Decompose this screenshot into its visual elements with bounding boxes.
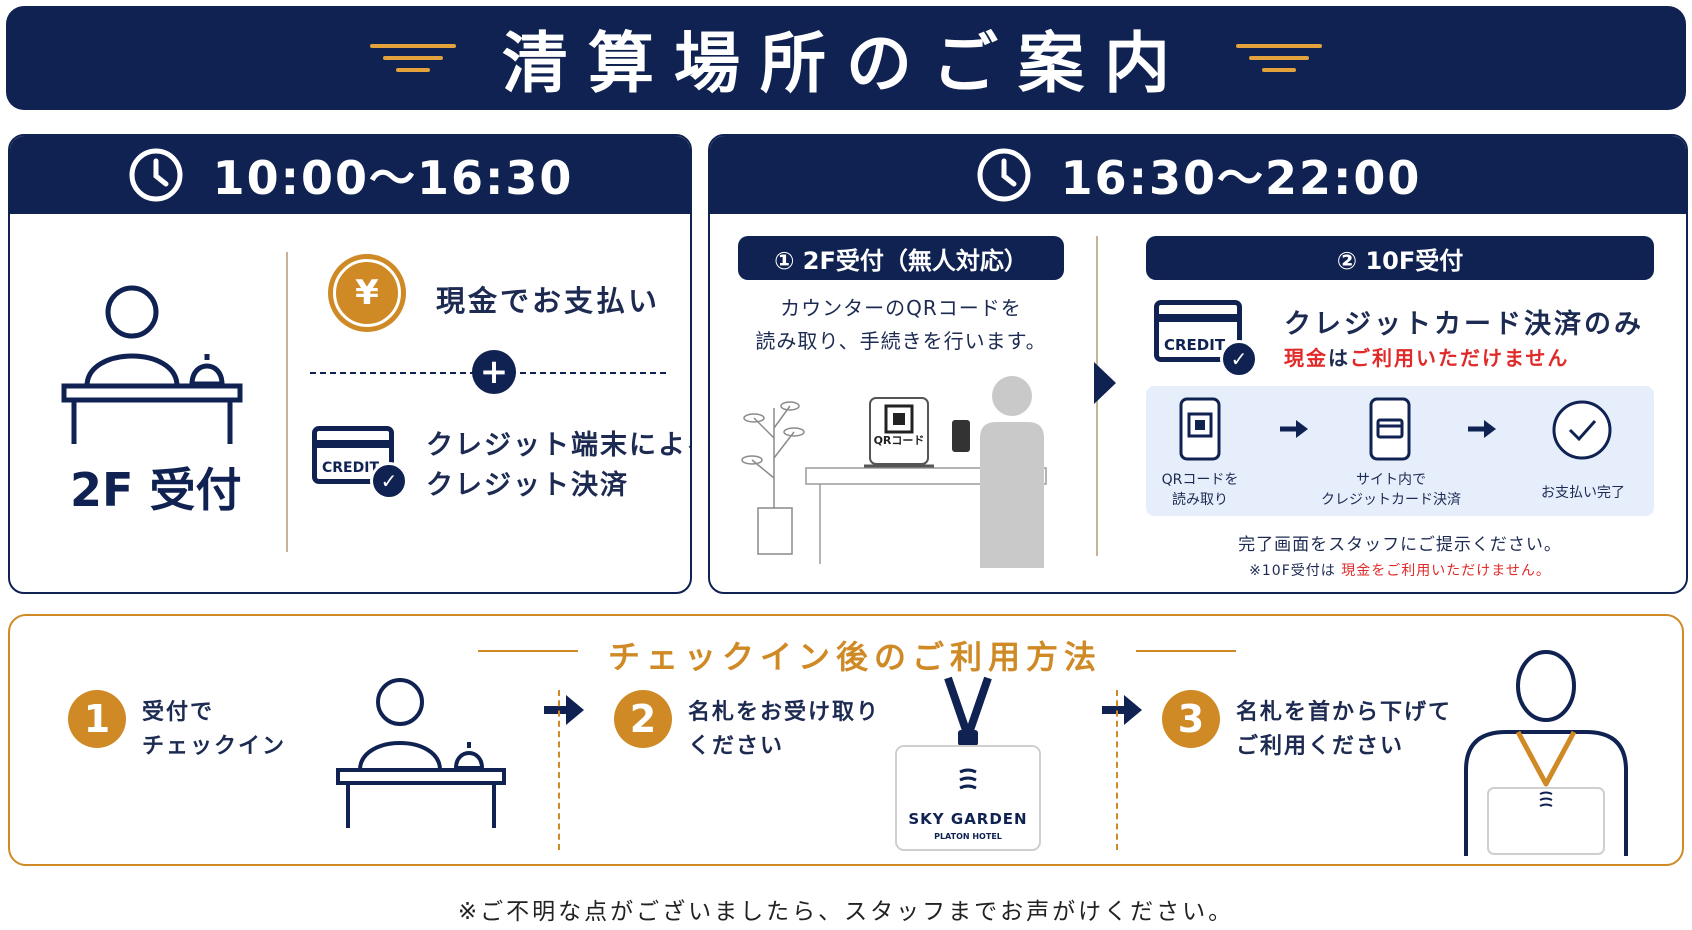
no-cash-note-red1: 現金 bbox=[1284, 346, 1328, 370]
step-label-1: QRコードを 読み取り bbox=[1161, 472, 1239, 508]
credit-line-2: クレジット決済 bbox=[426, 470, 629, 501]
left-panel-header: 10:00～16:30 bbox=[10, 136, 690, 214]
footer-note: ※ご不明な点がございましたら、スタッフまでお声がけください。 bbox=[457, 899, 1235, 925]
title-bar: 清算場所のご案内 bbox=[6, 6, 1686, 110]
qr-stand-label: QRコード bbox=[873, 434, 925, 447]
phone-card-icon bbox=[1369, 397, 1411, 461]
footer-note-prefix: ※10F受付は bbox=[1249, 563, 1336, 579]
right-panel-header: 16:30～22:00 bbox=[710, 136, 1686, 214]
check-icon: ✓ bbox=[1220, 340, 1258, 378]
name-badge-icon bbox=[895, 676, 1041, 851]
counter-qr-illustration bbox=[741, 376, 1047, 568]
section2-pill: ② 10F受付 bbox=[1146, 236, 1654, 280]
right-time-range: 16:30～22:00 bbox=[1060, 151, 1422, 205]
reception-desk-icon bbox=[336, 678, 506, 828]
checkin-section: チェックイン後のご利用方法 1 受付で チェックイン 2 名札をお受け取り くだ… bbox=[8, 614, 1684, 866]
checkin-title-line-right bbox=[1136, 650, 1236, 652]
left-panel: 10:00～16:30 2F 受付 ¥ 現金でお支払い + CREDIT ✓ ク… bbox=[8, 134, 692, 594]
credit-terminal-text: クレジット端末による クレジット決済 bbox=[426, 426, 692, 506]
credit-card-text: CREDIT bbox=[1164, 336, 1226, 354]
reception-desk-icon bbox=[61, 285, 243, 444]
footer-note: ※10F受付は 現金をご利用いただけません。 bbox=[1146, 560, 1654, 580]
arrow-right-icon bbox=[1468, 420, 1496, 438]
no-cash-note-mid: は bbox=[1328, 346, 1350, 370]
credit-only-heading: クレジットカード決済のみ bbox=[1284, 309, 1644, 340]
step-text-3: 名札を首から下げて ご利用ください bbox=[1236, 700, 1453, 759]
footer-note-red: 現金をご利用いただけません。 bbox=[1341, 563, 1551, 579]
step-label-3: お支払い完了 bbox=[1541, 485, 1625, 501]
arrow-right-icon bbox=[1102, 695, 1142, 725]
arrow-right-icon bbox=[1280, 420, 1308, 438]
divider bbox=[286, 252, 288, 552]
step-number-1: 1 bbox=[68, 690, 126, 748]
title-decoration-right bbox=[1236, 44, 1322, 72]
badge-sub: PLATON HOTEL bbox=[934, 832, 1002, 841]
section1-text-line2: 読み取り、手続きを行います。 bbox=[755, 329, 1047, 353]
step-label-2: サイト内で クレジットカード決済 bbox=[1321, 472, 1461, 508]
phone-qr-icon bbox=[1179, 397, 1221, 461]
check-icon: ✓ bbox=[370, 462, 408, 500]
person-wearing-badge-icon bbox=[1464, 650, 1628, 856]
yen-coin-icon: ¥ bbox=[328, 254, 406, 332]
payment-steps-box: QRコードを 読み取り サイト内で クレジットカード決済 お支払い完了 bbox=[1146, 386, 1654, 516]
clock-icon bbox=[977, 148, 1031, 202]
dashed-divider bbox=[1116, 690, 1118, 850]
section1-text-line1: カウンターのQRコードを bbox=[780, 296, 1022, 320]
credit-line-1: クレジット端末による bbox=[426, 430, 692, 461]
no-cash-note-red2: ご利用いただけません bbox=[1350, 346, 1570, 370]
arrow-right-icon bbox=[544, 695, 584, 725]
checkin-title-line-left bbox=[478, 650, 578, 652]
section1-pill: ① 2F受付（無人対応） bbox=[738, 236, 1064, 280]
left-time-range: 10:00～16:30 bbox=[212, 151, 574, 205]
credit-card-text: CREDIT bbox=[322, 460, 379, 476]
credit-card-icon: CREDIT ✓ bbox=[312, 426, 408, 514]
reception-label: 2F 受付 bbox=[70, 463, 242, 517]
dashed-divider bbox=[558, 690, 560, 850]
step-number-2: 2 bbox=[614, 690, 672, 748]
step-text-1: 受付で チェックイン bbox=[142, 700, 287, 759]
yen-symbol: ¥ bbox=[333, 259, 401, 327]
arrow-right-icon bbox=[1094, 362, 1116, 404]
section1-text: カウンターのQRコードを 読み取り、手続きを行います。 bbox=[738, 292, 1064, 358]
clock-icon bbox=[129, 148, 183, 202]
no-cash-note: 現金はご利用いただけません bbox=[1284, 342, 1569, 371]
badge-brand: SKY GARDEN bbox=[908, 810, 1028, 828]
check-circle-icon bbox=[1552, 400, 1612, 460]
footer-line1: 完了画面をスタッフにご提示ください。 bbox=[1238, 535, 1562, 555]
credit-card-icon: CREDIT ✓ bbox=[1154, 300, 1258, 390]
page-title: 清算場所のご案内 bbox=[502, 25, 1190, 102]
step-text-2: 名札をお受け取り ください bbox=[688, 700, 881, 759]
right-panel: 16:30～22:00 ① 2F受付（無人対応） カウンターのQRコードを 読み… bbox=[708, 134, 1688, 594]
step-number-3: 3 bbox=[1162, 690, 1220, 748]
checkin-title: チェックイン後のご利用方法 bbox=[608, 638, 1103, 676]
title-decoration-left bbox=[370, 44, 456, 72]
plus-icon: + bbox=[472, 350, 516, 394]
cash-payment-label: 現金でお支払い bbox=[436, 284, 661, 318]
